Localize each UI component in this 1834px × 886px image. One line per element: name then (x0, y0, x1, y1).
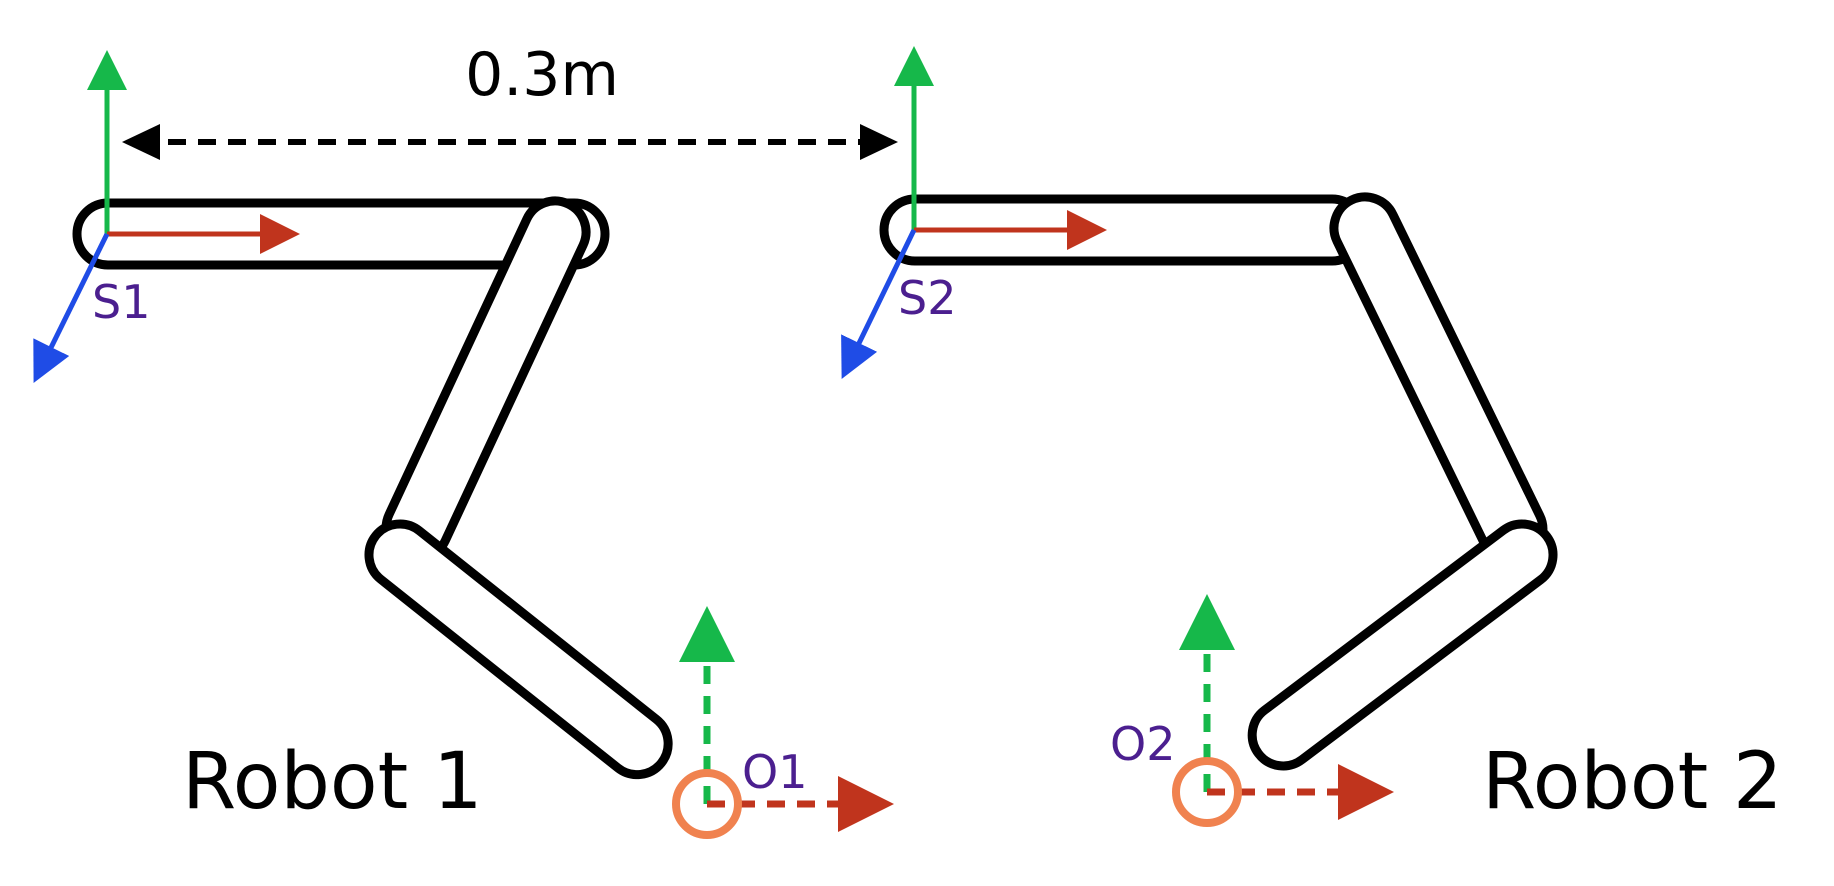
s1-z-axis-arrow (33, 232, 110, 383)
o2-label: O2 (1110, 717, 1175, 771)
base-frame-s2: S2 (841, 46, 1107, 379)
robot-2-label: Robot 2 (1482, 737, 1783, 827)
end-effector-o1: O1 (672, 606, 894, 839)
o2-marker-circle (1172, 757, 1242, 827)
s2-z-axis-arrow (841, 228, 917, 379)
robot-2-link-2 (1329, 192, 1548, 565)
o1-marker-circle (672, 769, 742, 839)
robot-2-link-3 (1247, 519, 1558, 771)
dimension-arrow-right (860, 124, 898, 160)
robot-1-link-3 (364, 519, 673, 780)
dimension-arrow-left (122, 124, 160, 160)
end-effector-o2: O2 (1110, 594, 1394, 827)
robot-1-link-1 (72, 198, 610, 270)
s2-label: S2 (898, 271, 956, 325)
base-frame-s1: S1 (33, 50, 300, 383)
distance-label: 0.3m (465, 40, 619, 110)
s1-label: S1 (92, 275, 150, 329)
robot-1-label: Robot 1 (182, 737, 483, 827)
robot-1: Robot 1 (72, 196, 673, 827)
o1-label: O1 (742, 745, 807, 799)
distance-dimension: 0.3m (122, 40, 898, 160)
robot-2: Robot 2 (879, 192, 1783, 827)
